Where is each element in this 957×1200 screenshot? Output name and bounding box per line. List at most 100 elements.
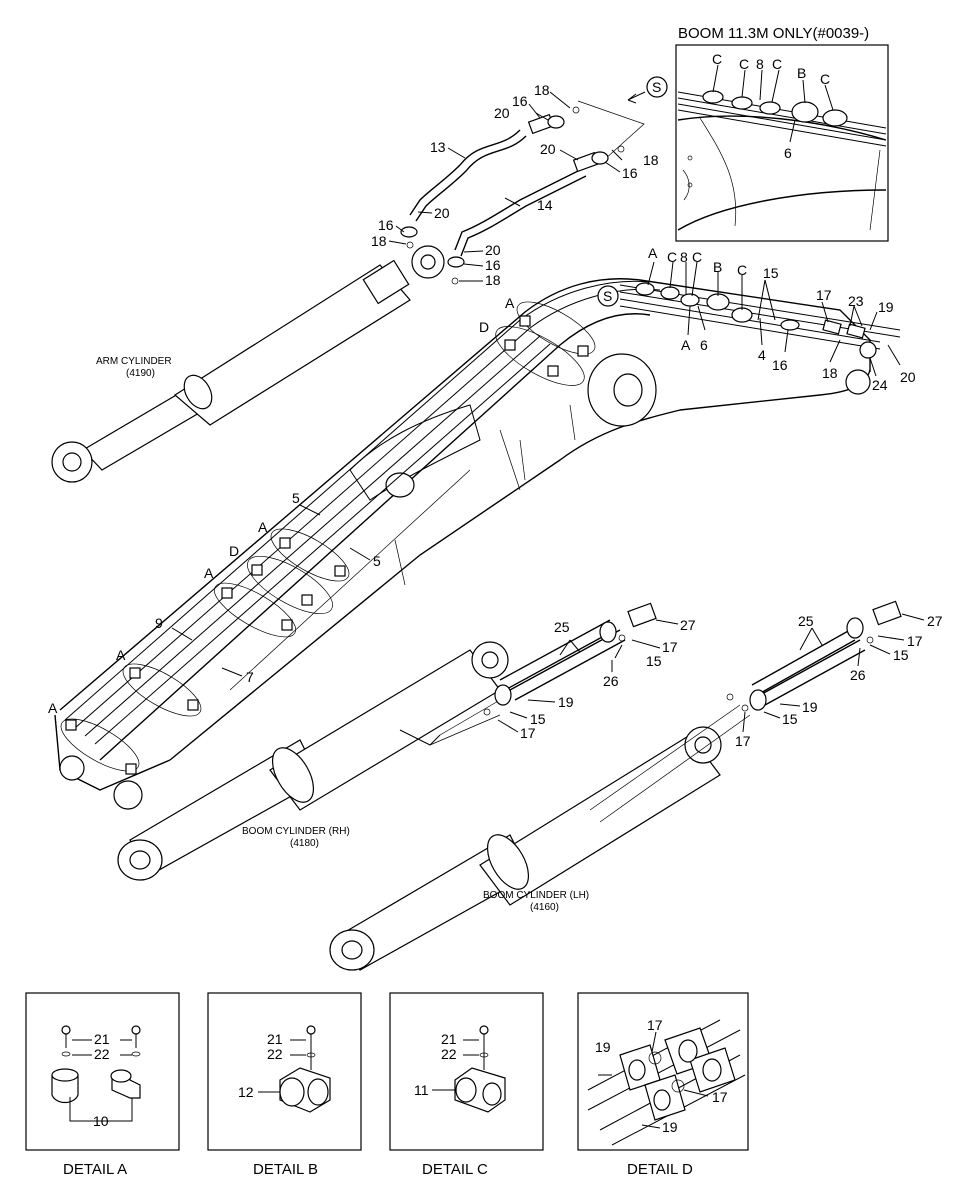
callout-18: 18 xyxy=(822,365,838,381)
callout-21: 21 xyxy=(267,1031,283,1047)
callout-C: C xyxy=(667,249,677,265)
callout-20: 20 xyxy=(485,242,501,258)
callout-B: B xyxy=(713,259,722,275)
s-marker xyxy=(646,76,668,98)
s-letter: S xyxy=(603,288,612,304)
callout-17: 17 xyxy=(712,1089,728,1105)
callout-17: 17 xyxy=(816,287,832,303)
callout-A: A xyxy=(116,647,126,663)
callout-7: 7 xyxy=(246,669,254,685)
callout-26: 26 xyxy=(850,667,866,683)
callout-D: D xyxy=(229,543,239,559)
arm-cylinder-code: (4190) xyxy=(126,368,155,379)
callout-5: 5 xyxy=(373,553,381,569)
callout-A: A xyxy=(258,519,268,535)
callout-16: 16 xyxy=(772,357,788,373)
callout-18: 18 xyxy=(371,233,387,249)
callout-17: 17 xyxy=(662,639,678,655)
callout-18: 18 xyxy=(643,152,659,168)
callout-17: 17 xyxy=(647,1017,663,1033)
rear-boom-clamps: S A C 8 C B C 15 17 23 xyxy=(597,245,916,393)
detail-b-caption: DETAIL B xyxy=(253,1161,318,1178)
callout-19: 19 xyxy=(662,1119,678,1135)
callout-20: 20 xyxy=(540,141,556,157)
callout-15: 15 xyxy=(646,653,662,669)
callout-17: 17 xyxy=(520,725,536,741)
callout-15: 15 xyxy=(763,265,779,281)
callout-15: 15 xyxy=(530,711,546,727)
detail-c-caption: DETAIL C xyxy=(422,1161,488,1178)
callout-22: 22 xyxy=(267,1046,283,1062)
detail-c-frame xyxy=(389,992,544,1151)
callout-17: 17 xyxy=(735,733,751,749)
callout-6: 6 xyxy=(784,145,792,161)
callout-A: A xyxy=(505,295,515,311)
callout-15: 15 xyxy=(782,711,798,727)
callout-25: 25 xyxy=(798,613,814,629)
detail-d-caption: DETAIL D xyxy=(627,1161,693,1178)
detail-a-frame xyxy=(25,992,180,1151)
callout-A: A xyxy=(648,245,658,261)
arm-cylinder: ARM CYLINDER (4190) xyxy=(51,245,445,483)
inset-frame xyxy=(675,44,889,242)
callout-16: 16 xyxy=(485,257,501,273)
boom-cylinder-rh: BOOM CYLINDER (RH) (4180) xyxy=(117,641,509,881)
callout-A: A xyxy=(681,337,691,353)
callout-14: 14 xyxy=(537,197,553,213)
callout-27: 27 xyxy=(680,617,696,633)
clamp-markers: A D A D A A A 5 5 9 7 xyxy=(48,295,596,775)
callout-20: 20 xyxy=(900,369,916,385)
callout-8: 8 xyxy=(680,249,688,265)
hose-13 xyxy=(409,129,521,216)
detail-a: 21 22 10 DETAIL A xyxy=(25,992,180,1178)
boom-cylinder-lh: BOOM CYLINDER (LH) (4160) xyxy=(329,704,751,971)
detail-d: 19 19 17 17 DETAIL D xyxy=(577,992,749,1178)
callout-9: 9 xyxy=(155,615,163,631)
callout-13: 13 xyxy=(430,139,446,155)
callout-15: 15 xyxy=(893,647,909,663)
callout-A: A xyxy=(48,700,58,716)
callout-5: 5 xyxy=(292,490,300,506)
hose-14 xyxy=(454,169,581,251)
pipes-rh: 25 27 17 15 26 19 15 17 xyxy=(483,602,696,741)
callout-27: 27 xyxy=(927,613,943,629)
arm-cylinder-label: ARM CYLINDER xyxy=(96,356,172,367)
callout-D: D xyxy=(479,319,489,335)
callout-C: C xyxy=(772,56,782,72)
callout-22: 22 xyxy=(441,1046,457,1062)
callout-22: 22 xyxy=(94,1046,110,1062)
callout-12: 12 xyxy=(238,1084,254,1100)
callout-21: 21 xyxy=(94,1031,110,1047)
callout-19: 19 xyxy=(802,699,818,715)
callout-25: 25 xyxy=(554,619,570,635)
callout-11: 11 xyxy=(414,1082,429,1098)
pipes-lh: 25 27 17 15 26 19 15 17 xyxy=(726,600,943,749)
detail-a-caption: DETAIL A xyxy=(63,1161,127,1178)
callout-C: C xyxy=(692,249,702,265)
callout-4: 4 xyxy=(758,347,766,363)
callout-16: 16 xyxy=(512,93,528,109)
callout-C: C xyxy=(712,51,722,67)
boom-only-inset: BOOM 11.3M ONLY(#0039-) C C 8 C B C 6 xyxy=(675,25,889,242)
callout-23: 23 xyxy=(848,293,864,309)
callout-16: 16 xyxy=(622,165,638,181)
boom-cyl-rh-label: BOOM CYLINDER (RH) xyxy=(242,826,350,837)
callout-18: 18 xyxy=(534,82,550,98)
callout-8: 8 xyxy=(756,56,764,72)
boom-only-label: BOOM 11.3M ONLY(#0039-) xyxy=(678,25,869,42)
arm-hoses: S 18 16 xyxy=(371,76,668,288)
callout-18: 18 xyxy=(485,272,501,288)
callout-20: 20 xyxy=(494,105,510,121)
callout-19: 19 xyxy=(595,1039,611,1055)
callout-A: A xyxy=(204,565,214,581)
callout-10: 10 xyxy=(93,1113,109,1129)
callout-B: B xyxy=(797,65,806,81)
callout-24: 24 xyxy=(872,377,888,393)
callout-26: 26 xyxy=(603,673,619,689)
s-letter: S xyxy=(652,79,661,95)
callout-21: 21 xyxy=(441,1031,457,1047)
callout-19: 19 xyxy=(878,299,894,315)
callout-6: 6 xyxy=(700,337,708,353)
callout-17: 17 xyxy=(907,633,923,649)
